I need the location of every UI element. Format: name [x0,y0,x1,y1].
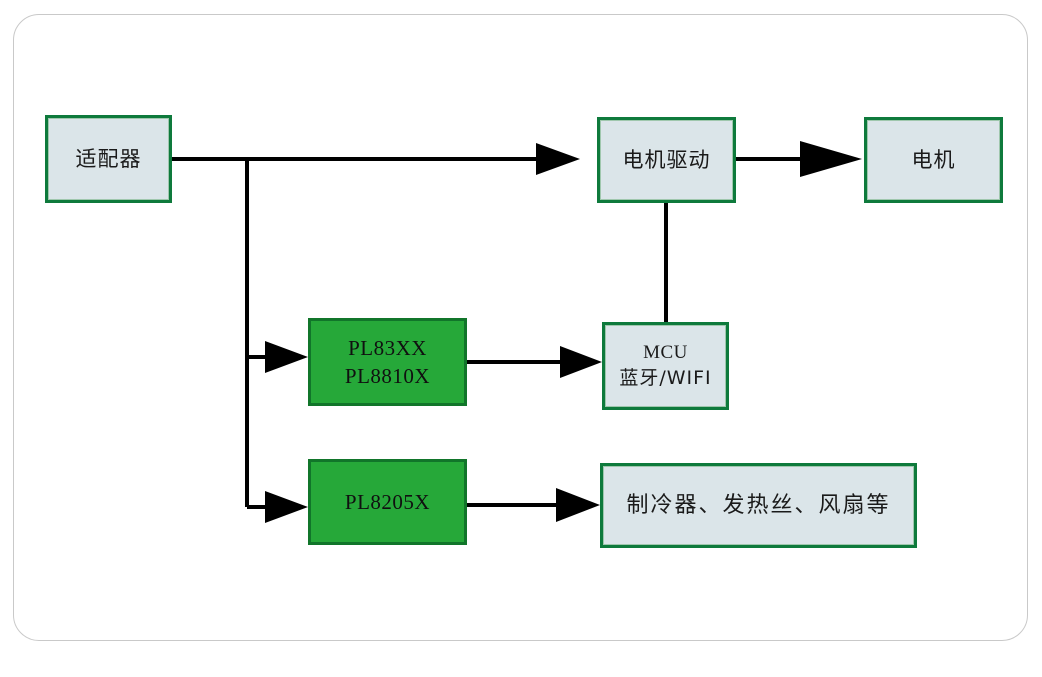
node-pl83xx-label-line1: PL83XX [348,335,427,360]
node-motor[interactable]: 电机 [864,117,1003,203]
node-mcu[interactable]: MCU 蓝牙/WIFI [602,322,729,410]
node-mcu-label-line1: MCU [643,342,688,364]
node-loads-label: 制冷器、发热丝、风扇等 [626,492,891,518]
connector-bus-to-pl8205x [247,491,308,523]
node-pl83xx[interactable]: PL83XX PL8810X [308,318,467,406]
node-pl8205x-label: PL8205X [344,489,431,514]
node-mcu-label-line2: 蓝牙/WIFI [619,367,712,389]
connector-driver-to-motor [736,141,862,177]
node-adapter[interactable]: 适配器 [45,115,172,203]
connector-adapter-to-driver [172,143,580,175]
connector-pl83xx-to-mcu [467,346,602,378]
node-motor-driver[interactable]: 电机驱动 [597,117,736,203]
connector-bus-to-pl83xx [247,341,308,373]
node-adapter-label: 适配器 [75,146,142,171]
node-pl8205x[interactable]: PL8205X [308,459,467,545]
node-pl83xx-label-line2: PL8810X [344,364,431,388]
node-motor-label: 电机 [911,147,956,172]
connector-pl8205x-to-loads [467,488,600,522]
node-motor-driver-label: 电机驱动 [622,147,711,172]
node-loads[interactable]: 制冷器、发热丝、风扇等 [600,463,917,548]
